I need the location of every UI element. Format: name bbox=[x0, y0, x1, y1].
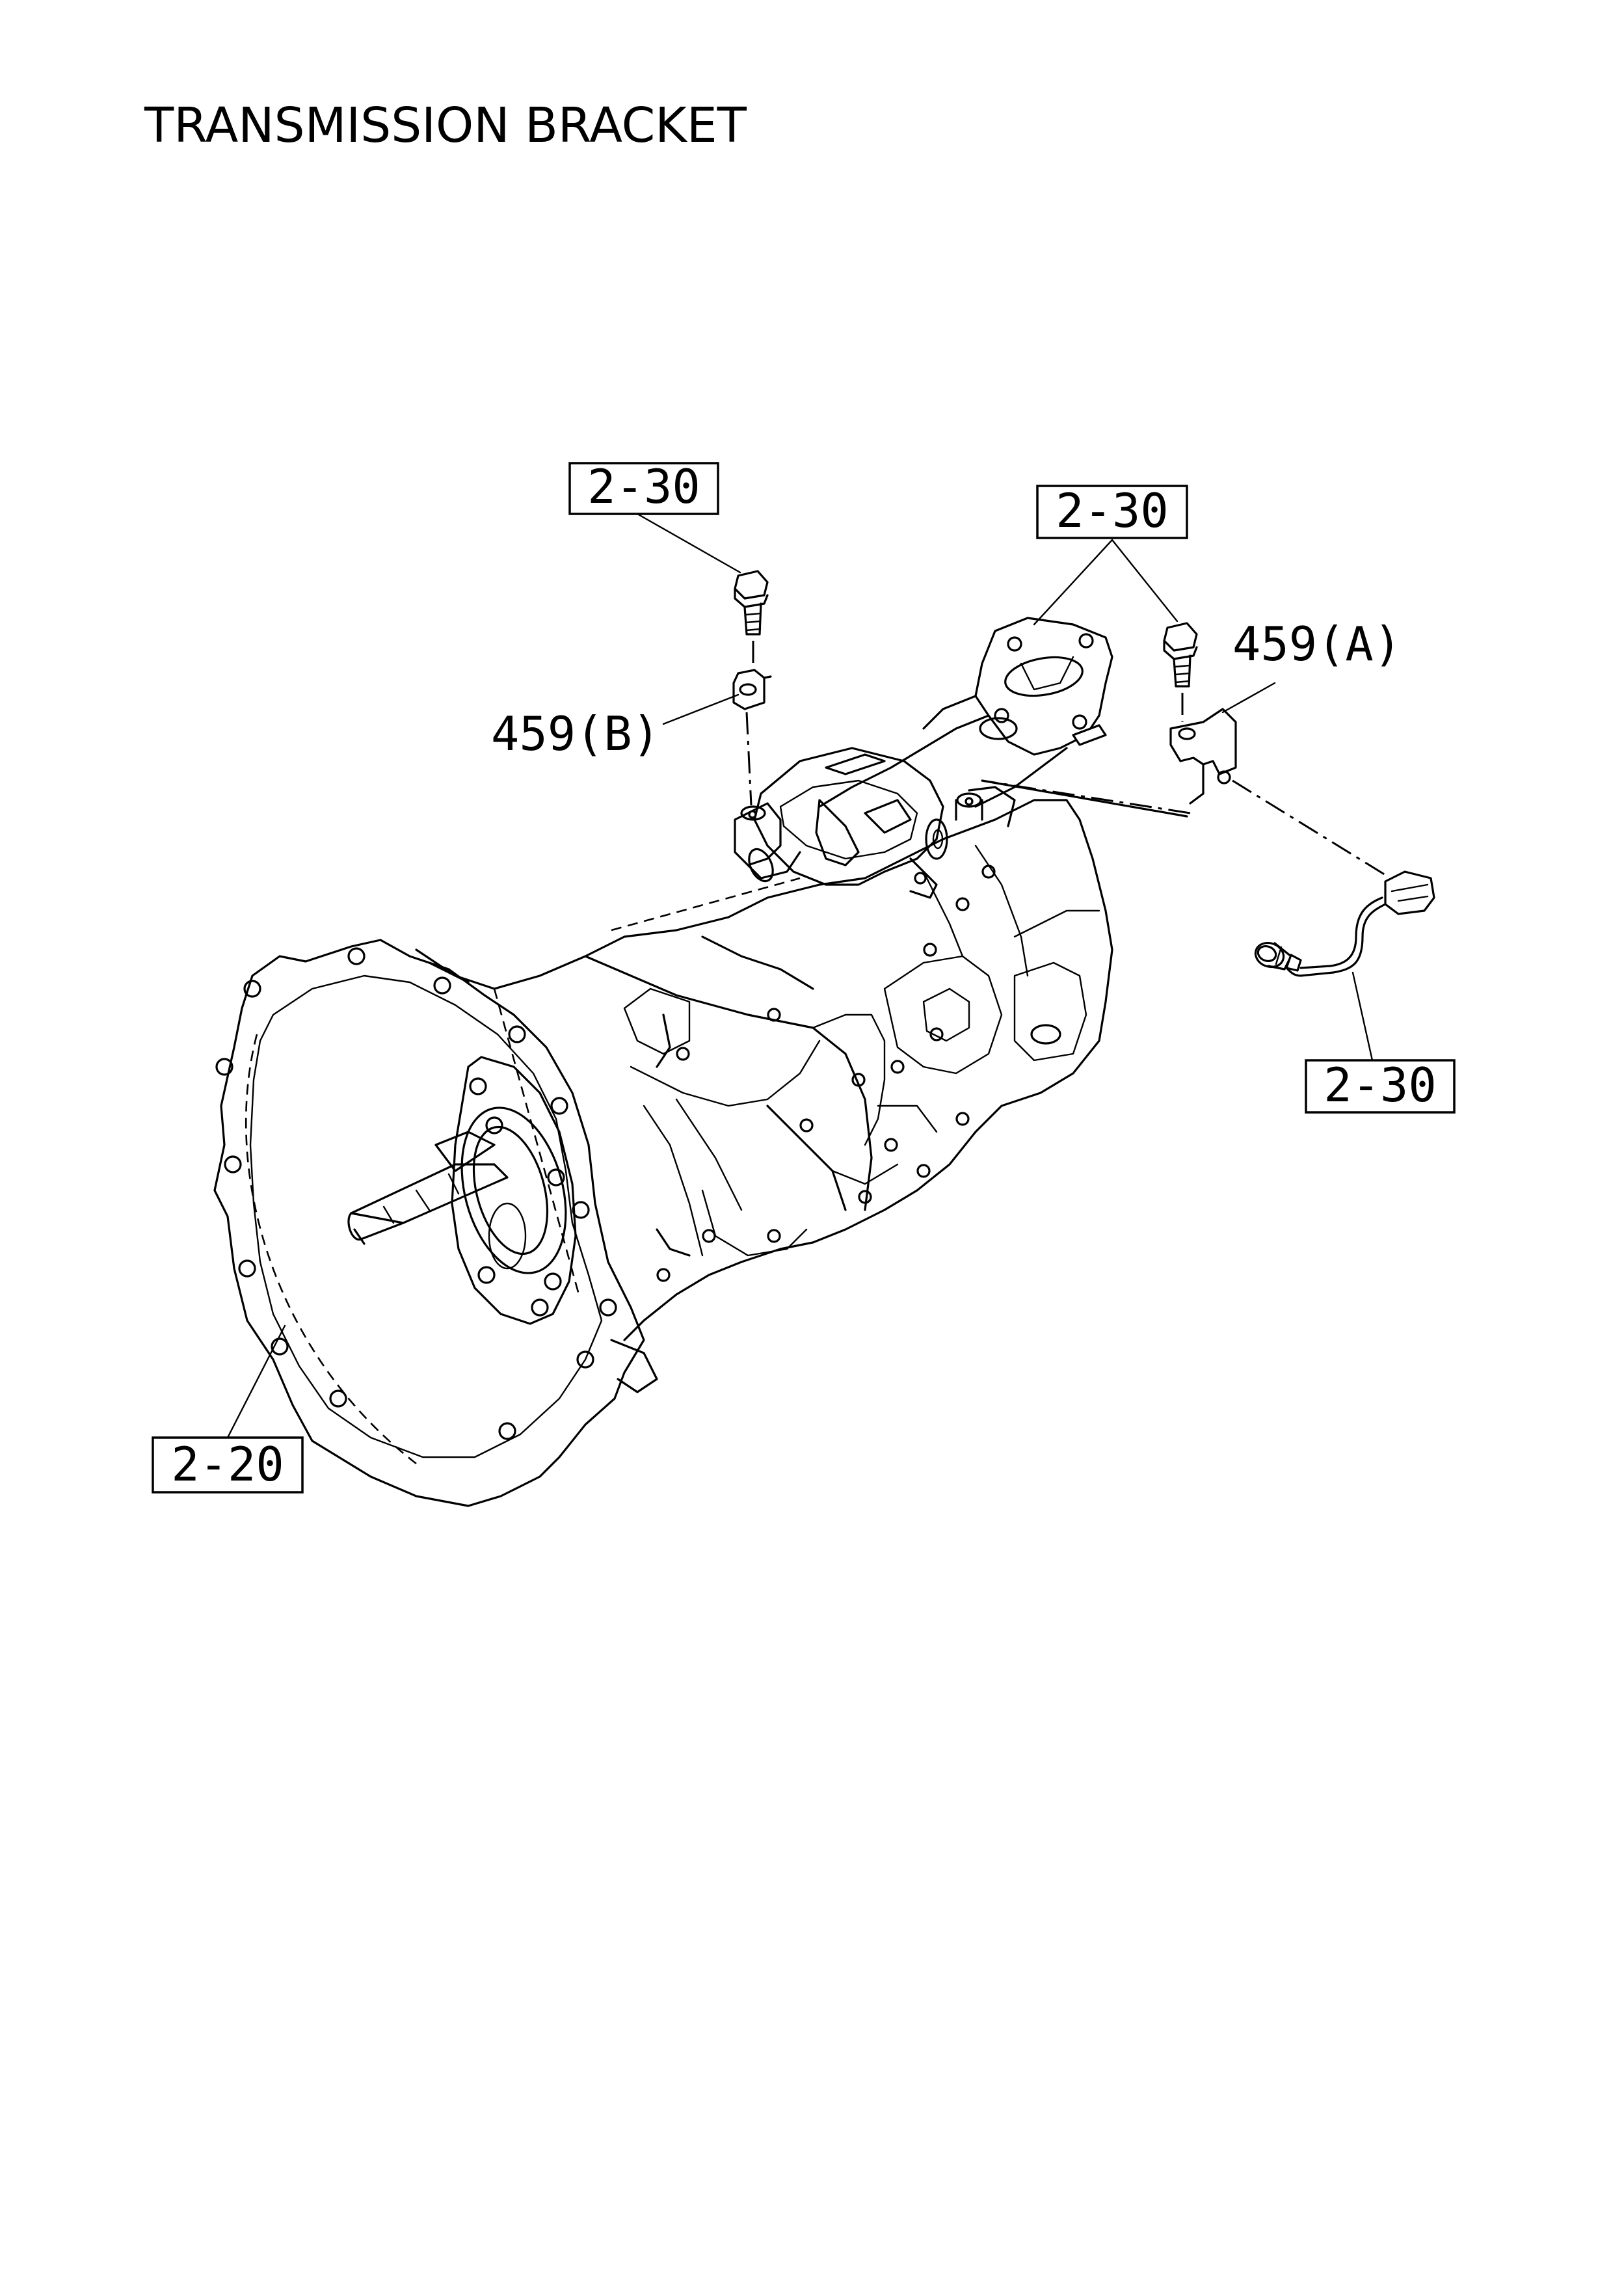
callout-2-30-top-left: 2-30 bbox=[568, 459, 719, 515]
input-shaft bbox=[347, 1056, 577, 1325]
bolt-left bbox=[734, 570, 769, 677]
callout-2-30-top-right: 2-30 bbox=[1036, 483, 1188, 539]
gearbox-case bbox=[415, 799, 1113, 1393]
extension-housing bbox=[734, 617, 1113, 899]
bracket-459a bbox=[981, 708, 1237, 818]
sensor-switch bbox=[1232, 779, 1435, 977]
ref-label: 2-20 bbox=[171, 1437, 284, 1492]
part-label-459b: 459(B) bbox=[491, 706, 660, 761]
ref-label: 2-30 bbox=[1324, 1058, 1436, 1112]
bolt-right bbox=[1163, 622, 1198, 722]
bracket-459b bbox=[732, 669, 772, 806]
callout-2-20-bottom-left: 2-20 bbox=[152, 1436, 304, 1494]
ref-label: 2-30 bbox=[1056, 483, 1168, 538]
callout-2-30-right: 2-30 bbox=[1305, 1058, 1456, 1114]
bell-housing bbox=[213, 939, 645, 1507]
page-title: TRANSMISSION BRACKET bbox=[144, 98, 747, 154]
leader-lines bbox=[226, 513, 1374, 1439]
ref-label: 2-30 bbox=[587, 459, 700, 514]
part-label-459a: 459(A) bbox=[1232, 617, 1402, 671]
